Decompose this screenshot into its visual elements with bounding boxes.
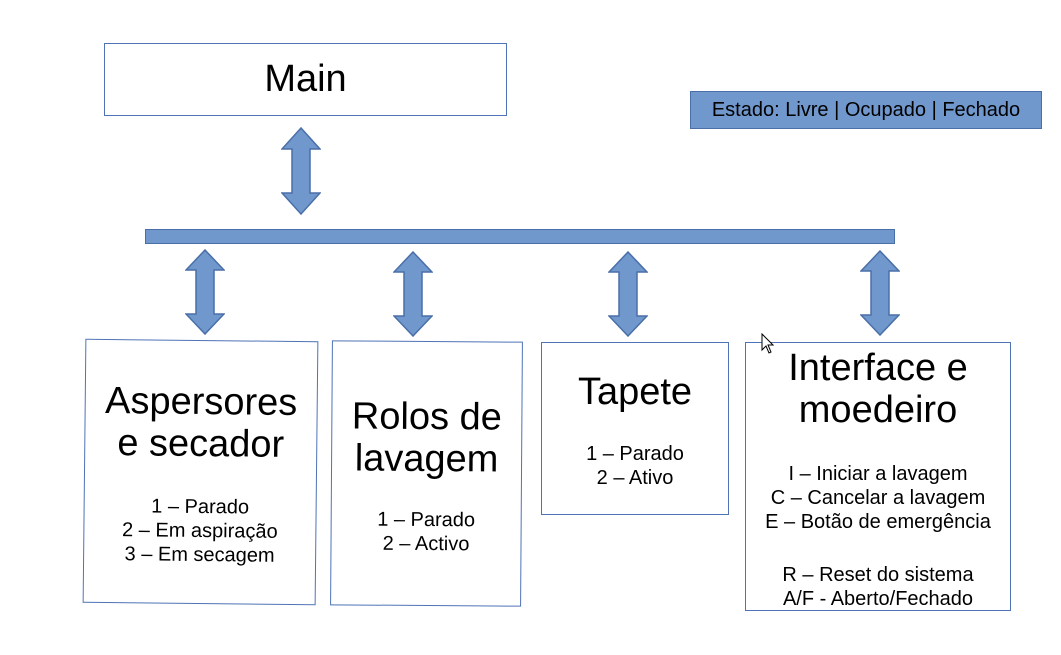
- module-aspersores-box: Aspersores e secador 1 – Parado 2 – Em a…: [82, 338, 319, 606]
- module-arrow-4: [860, 250, 900, 336]
- status-box: Estado: Livre | Ocupado | Fechado: [690, 91, 1042, 129]
- main-bus-arrow: [281, 127, 321, 215]
- main-title: Main: [264, 58, 347, 100]
- module-rolos-box: Rolos de lavagem 1 – Parado 2 – Activo: [330, 340, 523, 607]
- module-tapete-states: 1 – Parado 2 – Ativo: [586, 443, 684, 489]
- module-tapete-box: Tapete 1 – Parado 2 – Ativo: [541, 342, 729, 515]
- module-tapete-title: Tapete: [577, 371, 693, 413]
- bus-bar: [145, 229, 895, 244]
- module-aspersores-title: Aspersores e secador: [104, 379, 298, 466]
- mouse-cursor-icon: [761, 333, 775, 354]
- module-interface-title: Interface e moedeiro: [788, 347, 968, 431]
- module-arrow-3: [608, 251, 648, 337]
- module-arrow-2: [393, 251, 433, 337]
- module-arrow-1: [185, 249, 225, 335]
- status-text: Estado: Livre | Ocupado | Fechado: [711, 98, 1021, 121]
- main-box: Main: [104, 43, 507, 116]
- module-interface-box: Interface e moedeiro I – Iniciar a lavag…: [745, 342, 1011, 611]
- module-rolos-title: Rolos de lavagem: [351, 395, 503, 481]
- module-rolos-states: 1 – Parado 2 – Activo: [377, 508, 476, 556]
- module-aspersores-states: 1 – Parado 2 – Em aspiração 3 – Em secag…: [121, 495, 278, 567]
- module-interface-commands: I – Iniciar a lavagem C – Cancelar a lav…: [765, 463, 991, 610]
